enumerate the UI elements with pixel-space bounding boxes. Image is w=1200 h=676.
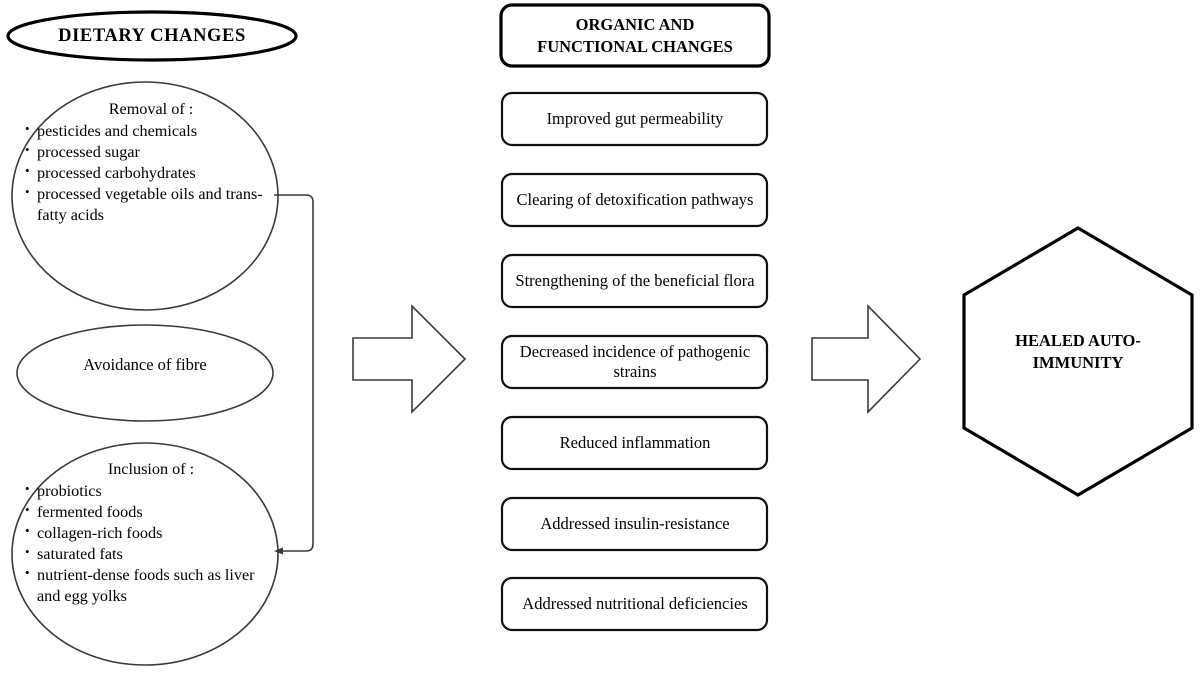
list-item: fermented foods [24, 502, 274, 523]
list-item: collagen-rich foods [24, 523, 274, 544]
list-item: processed carbohydrates [24, 163, 274, 184]
step-label-4: Decreased incidence of pathogenic strain… [519, 341, 751, 381]
list-item: nutrient-dense foods such as liver and e… [24, 565, 274, 607]
organic-functional-title-line1: ORGANIC AND [575, 15, 695, 35]
organic-functional-title: ORGANIC AND FUNCTIONAL CHANGES [501, 6, 769, 66]
inclusion-list: probiotics fermented foods collagen-rich… [24, 481, 274, 607]
dietary-changes-title: DIETARY CHANGES [58, 25, 246, 46]
step-label-1: Improved gut permeability [546, 108, 724, 128]
removal-list: pesticides and chemicals processed sugar… [24, 121, 274, 226]
step-label-5: Reduced inflammation [559, 432, 711, 452]
list-item: processed vegetable oils and trans-fatty… [24, 184, 274, 226]
removal-heading: Removal of : [108, 100, 194, 118]
inclusion-heading: Inclusion of : [107, 460, 195, 478]
bracket-connector [274, 194, 314, 552]
bracket-arrowhead [274, 547, 283, 555]
inclusion-content: Inclusion of : probiotics fermented food… [24, 459, 274, 607]
organic-functional-title-line2: FUNCTIONAL CHANGES [537, 37, 733, 56]
healed-autoimmunity-line2: IMMUNITY [1032, 352, 1124, 372]
avoidance-of-fibre-label: Avoidance of fibre [83, 355, 207, 374]
step-label-3: Strengthening of the beneficial flora [515, 270, 755, 290]
list-item: probiotics [24, 481, 274, 502]
healed-autoimmunity-label: HEALED AUTO- IMMUNITY [983, 330, 1173, 374]
step-label-7: Addressed nutritional deficiencies [522, 593, 748, 613]
step-label-2: Clearing of detoxification pathways [516, 189, 754, 209]
removal-content: Removal of : pesticides and chemicals pr… [24, 99, 274, 226]
list-item: saturated fats [24, 544, 274, 565]
arrow-middle-to-outcome [811, 304, 922, 414]
list-item: processed sugar [24, 142, 274, 163]
step-label-6: Addressed insulin-resistance [540, 513, 730, 533]
arrow-left-to-middle [352, 304, 467, 414]
healed-autoimmunity-line1: HEALED AUTO- [1015, 331, 1141, 350]
list-item: pesticides and chemicals [24, 121, 274, 142]
